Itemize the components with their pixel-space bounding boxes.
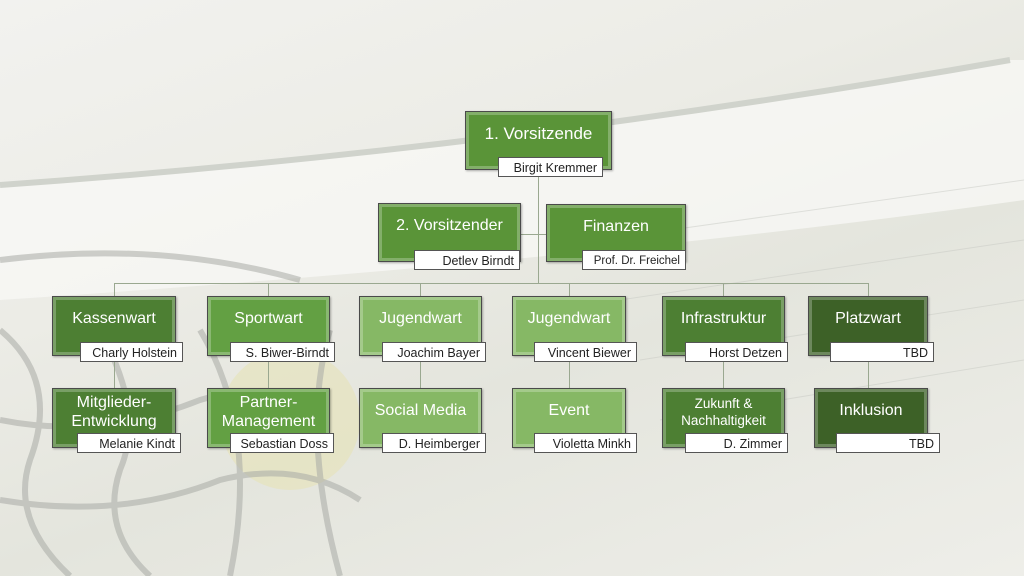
position-title: Jugendwart — [527, 310, 611, 327]
person-name: Detlev Birndt — [414, 250, 520, 270]
position-title: Finanzen — [583, 218, 649, 235]
person-name: TBD — [830, 342, 934, 362]
person-name: Horst Detzen — [685, 342, 788, 362]
position-title: Mitglieder-Entwicklung — [71, 394, 157, 430]
person-name: Charly Holstein — [80, 342, 183, 362]
position-title: Kassenwart — [72, 310, 156, 327]
person-name: Sebastian Doss — [230, 433, 334, 453]
person-name: Melanie Kindt — [77, 433, 181, 453]
position-title: Partner-Management — [221, 394, 316, 430]
connector — [114, 283, 869, 284]
position-title: 1. Vorsitzende — [484, 124, 593, 143]
person-name: TBD — [836, 433, 940, 453]
connector — [538, 170, 539, 283]
person-name: S. Biwer-Birndt — [230, 342, 335, 362]
position-title: Jugendwart — [379, 310, 462, 327]
person-name: Vincent Biewer — [534, 342, 637, 362]
position-title: Event — [548, 402, 590, 419]
position-title: Zukunft & Nachhaltigkeit — [681, 396, 766, 428]
person-name: Prof. Dr. Freichel — [582, 250, 686, 270]
person-name: D. Heimberger — [382, 433, 486, 453]
position-title: Infrastruktur — [680, 310, 767, 327]
person-name: Joachim Bayer — [382, 342, 486, 362]
person-name: Birgit Kremmer — [498, 157, 603, 177]
position-title: Social Media — [374, 402, 467, 419]
person-name: Violetta Minkh — [534, 433, 637, 453]
position-title: Inklusion — [839, 402, 903, 419]
connector — [521, 234, 546, 235]
position-title: 2. Vorsitzender — [396, 217, 503, 234]
position-title: Sportwart — [234, 310, 303, 327]
position-box-jugendwart-2: Jugendwart — [512, 296, 626, 356]
person-name: D. Zimmer — [685, 433, 788, 453]
position-title: Platzwart — [835, 310, 901, 327]
